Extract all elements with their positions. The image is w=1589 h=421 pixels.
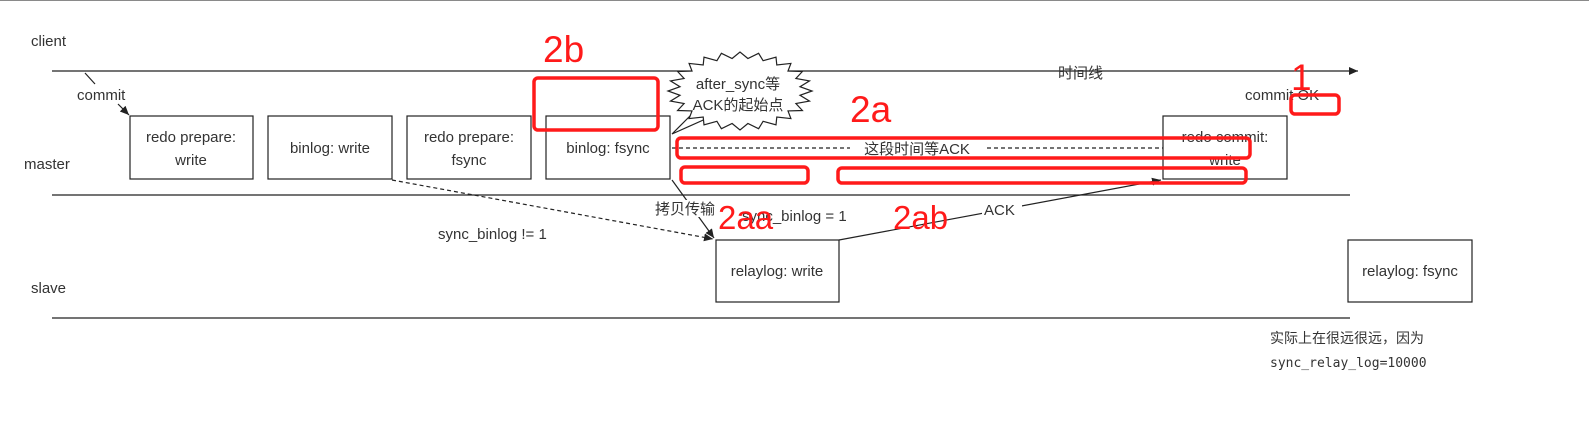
commit-label: commit [77,87,126,104]
note-line1: 实际上在很远很远，因为 [1270,330,1424,346]
box-binlog-write: binlog: write [267,115,393,180]
wait-ack-label-bg [850,139,984,157]
lane-label-slave: slave [31,280,66,297]
box-relaylog-write-label: relaylog: write [731,263,824,280]
annotation-label-1: 1 [1291,57,1312,98]
annotation-box-2aa [679,165,810,185]
sync-binlog-not-1-arrow [391,179,714,242]
copy-transfer-label: 拷贝传输 [655,201,715,218]
commit-ok-label: commit OK [1245,87,1319,104]
box-binlog-write-label: binlog: write [290,140,370,157]
annotation-label-2ab: 2ab [893,199,948,236]
lane-label-master: master [24,156,70,173]
annotation-label-2b: 2b [543,29,584,70]
sync-binlog-1-label: sync_binlog = 1 [742,208,847,225]
box-redo-prepare-fsync-line1: redo prepare: [424,129,514,146]
note-line2: sync_relay_log=10000 [1270,356,1427,371]
commit-arrow-start [84,72,96,85]
wait-ack-label: 这段时间等ACK [864,140,970,158]
box-redo-prepare-write-line1: redo prepare: [146,129,236,146]
annotation-label-2aa: 2aa [718,199,774,236]
box-redo-prepare-write: redo prepare: write [129,115,254,180]
box-relaylog-fsync: relaylog: fsync [1347,239,1473,303]
box-binlog-fsync-label: binlog: fsync [566,140,650,157]
box-redo-prepare-fsync-line2: fsync [451,152,487,169]
copy-transfer-label-bg [654,200,712,217]
after-sync-callout: after_sync等 ACK的起始点 [666,51,814,135]
ack-label-bg [982,201,1022,218]
callout-line1: after_sync等 [696,75,780,93]
box-relaylog-fsync-label: relaylog: fsync [1362,263,1458,280]
annotation-box-2b [532,76,660,132]
annotation-box-2ab [836,166,1248,185]
commit-arrow-end [117,103,130,116]
annotation-label-2a: 2a [850,89,892,130]
window-top-border [0,0,1589,1]
box-binlog-fsync: binlog: fsync [545,115,671,180]
annotation-box-1 [1289,93,1341,116]
box-redo-prepare-write-line2: write [174,152,207,169]
sync-binlog-not-1-label: sync_binlog != 1 [438,226,547,243]
timeline-label: 时间线 [1058,65,1103,82]
callout-line2: ACK的起始点 [693,97,784,114]
callout-burst-shape [666,51,814,131]
box-relaylog-write: relaylog: write [715,239,840,303]
ack-label: ACK [984,202,1015,219]
box-redo-prepare-fsync: redo prepare: fsync [406,115,532,180]
annotation-box-2a [675,136,1252,160]
lane-label-client: client [31,33,67,50]
